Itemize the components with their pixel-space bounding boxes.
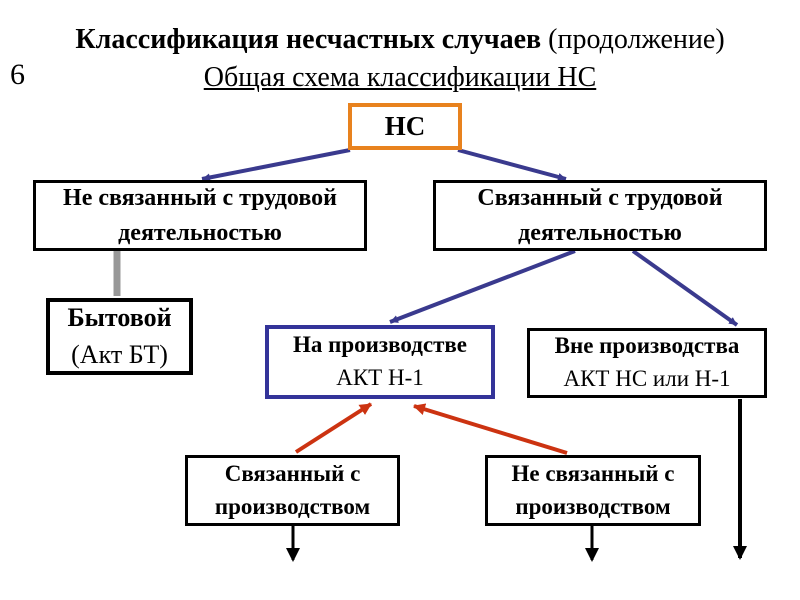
node-production-related-line1: Связанный с (224, 460, 361, 486)
node-outside-production-line2: АКТ НС или Н-1 (563, 366, 731, 391)
connector-ns-to-work-related (457, 148, 567, 181)
node-at-production-line2: АКТ Н-1 (336, 365, 424, 390)
slide-title-main: Классификация несчастных случаев (75, 24, 542, 55)
node-work-related-line2: деятельностью (518, 219, 682, 246)
node-not-production-related-line1: Не связанный с (511, 460, 675, 486)
node-ns: НС (348, 103, 462, 150)
node-production-related: Связанный с производством (185, 455, 400, 526)
node-domestic: Бытовой (Акт БТ) (46, 298, 193, 375)
node-outside-production-line1: Вне производства (554, 333, 740, 359)
connector-work-related-to-at-production (389, 249, 576, 324)
slide-title-suffix: (продолжение) (541, 24, 725, 55)
node-not-work-related: Не связанный с трудовой деятельностью (33, 180, 367, 251)
slide-subtitle: Общая схема классификации НС (203, 62, 597, 93)
node-ns-label: НС (384, 111, 426, 142)
page-number: 6 (10, 58, 25, 91)
node-at-production-line1: На производстве (292, 332, 468, 358)
arrow-production-related-to-at-production (294, 402, 373, 454)
slide-title: Классификация несчастных случаев (продол… (0, 24, 800, 56)
node-outside-production: Вне производства АКТ НС или Н-1 (527, 328, 767, 398)
node-not-work-related-line1: Не связанный с трудовой (63, 185, 337, 212)
connector-work-related-to-outside-production (631, 249, 739, 327)
node-not-production-related-line2: производством (515, 493, 671, 519)
connector-ns-to-not-work-related (201, 148, 351, 182)
node-work-related: Связанный с трудовой деятельностью (433, 180, 767, 251)
arrow-not-production-related-to-at-production (413, 403, 568, 455)
node-domestic-line1: Бытовой (67, 302, 172, 332)
node-domestic-line2: (Акт БТ) (71, 339, 168, 369)
node-not-work-related-line2: деятельностью (118, 219, 282, 246)
node-not-production-related: Не связанный с производством (485, 455, 701, 526)
node-work-related-line1: Связанный с трудовой (477, 185, 723, 212)
node-at-production: На производстве АКТ Н-1 (265, 325, 495, 399)
node-production-related-line2: производством (214, 493, 371, 519)
